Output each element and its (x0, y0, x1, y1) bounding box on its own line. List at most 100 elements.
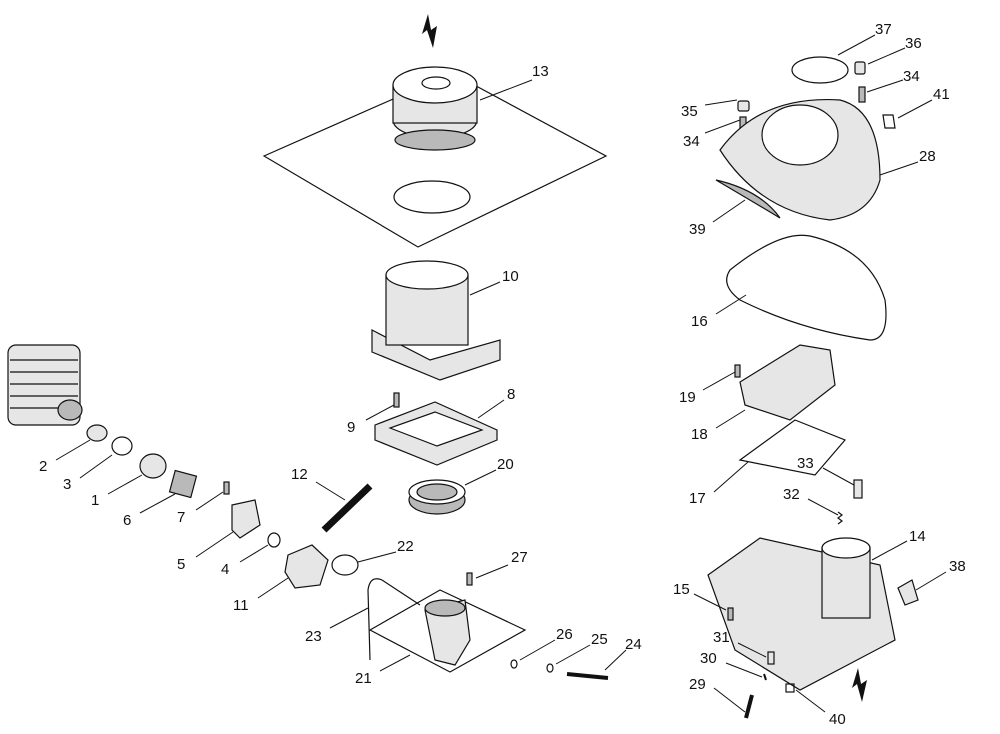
part-number-label: 24 (625, 636, 642, 653)
leader-line (737, 642, 767, 658)
part-number-label: 40 (829, 711, 846, 728)
part-28-cover (719, 98, 881, 221)
leader-line (604, 649, 627, 671)
leader-line (257, 577, 289, 599)
part-4-o-ring (267, 532, 281, 548)
part-number-label: 18 (691, 426, 708, 443)
part-7-screw (223, 481, 230, 495)
leader-line (915, 571, 947, 591)
part-23-hose (367, 578, 421, 661)
part-number-label: 30 (700, 650, 717, 667)
part-1-connector (139, 453, 167, 479)
leader-line (807, 498, 839, 516)
part-number-label: 22 (397, 538, 414, 555)
part-33-pin (853, 479, 863, 499)
part-number-label: 34 (683, 133, 700, 150)
part-number-label: 10 (502, 268, 519, 285)
part-9-screw (393, 392, 400, 408)
part-number-label: 34 (903, 68, 920, 85)
part-16-gasket (726, 234, 887, 341)
part-21-intake-box (368, 589, 527, 673)
part-number-label: 5 (177, 556, 185, 573)
part-number-label: 20 (497, 456, 514, 473)
leader-line (837, 34, 876, 56)
leader-line (55, 439, 91, 461)
part-number-label: 16 (691, 313, 708, 330)
part-number-label: 8 (507, 386, 515, 403)
part-40-label (785, 683, 795, 693)
part-number-label: 25 (591, 631, 608, 648)
part-18-housing (739, 344, 836, 421)
leader-line (822, 467, 855, 486)
direction-arrow-top-icon (422, 14, 437, 48)
part-25-nut (546, 663, 554, 673)
engine-cylinder (7, 344, 83, 426)
part-number-label: 21 (355, 670, 372, 687)
part-10-filter-housing (371, 260, 501, 381)
part-number-label: 11 (233, 597, 249, 614)
leader-line (704, 119, 741, 134)
part-2-flange (86, 424, 108, 442)
leader-line (107, 474, 143, 495)
part-number-label: 1 (91, 492, 99, 509)
leader-line (469, 281, 501, 296)
part-11-carburetor (284, 544, 329, 589)
leader-line (715, 409, 746, 429)
leader-line (329, 607, 369, 629)
leader-line (712, 199, 746, 223)
part-number-label: 19 (679, 389, 696, 406)
leader-line (475, 564, 509, 579)
part-36-nut (854, 61, 866, 75)
part-number-label: 6 (123, 512, 131, 529)
part-number-label: 15 (673, 581, 690, 598)
part-number-label: 13 (532, 63, 549, 80)
part-6-gasket (168, 469, 198, 499)
part-number-label: 37 (875, 21, 892, 38)
leader-line (239, 544, 269, 563)
leader-line (693, 593, 727, 611)
leader-lines (55, 34, 947, 713)
leader-line (867, 47, 906, 65)
part-39-trim (715, 179, 781, 219)
part-number-label: 41 (933, 86, 950, 103)
part-number-label: 36 (905, 35, 922, 52)
leader-line (897, 99, 933, 119)
part-12-rod (321, 483, 373, 533)
part-20-seal-ring (408, 479, 466, 515)
leader-line (477, 399, 505, 419)
part-number-label: 23 (305, 628, 322, 645)
part-41-label (882, 114, 896, 129)
part-number-label: 2 (39, 458, 47, 475)
leader-line (79, 454, 113, 479)
part-17-gasket (738, 419, 847, 476)
part-22-gasket (331, 554, 359, 576)
leader-line (379, 654, 411, 672)
leader-line (555, 644, 591, 665)
part-8-frame (374, 401, 498, 466)
leader-line (704, 99, 738, 106)
part-number-label: 35 (681, 103, 698, 120)
part-32-spring (837, 511, 843, 525)
part-number-label: 3 (63, 476, 71, 493)
leader-line (464, 469, 497, 486)
leader-line (702, 371, 736, 391)
part-3-clamp (111, 436, 133, 456)
part-13-filter-kit (262, 66, 608, 248)
leader-line (519, 639, 556, 661)
leader-line (871, 540, 908, 561)
leader-line (315, 481, 346, 501)
leader-line (795, 689, 826, 713)
leader-line (365, 404, 395, 421)
part-37-disc (791, 56, 849, 84)
part-number-label: 29 (689, 676, 706, 693)
part-27-screw (466, 572, 473, 586)
leader-line (879, 161, 919, 176)
part-35-nut (737, 100, 750, 112)
leader-line (195, 491, 224, 511)
part-number-label: 39 (689, 221, 706, 238)
leader-line (713, 461, 749, 493)
part-number-label: 31 (713, 629, 730, 646)
part-31-sleeve (767, 651, 775, 665)
